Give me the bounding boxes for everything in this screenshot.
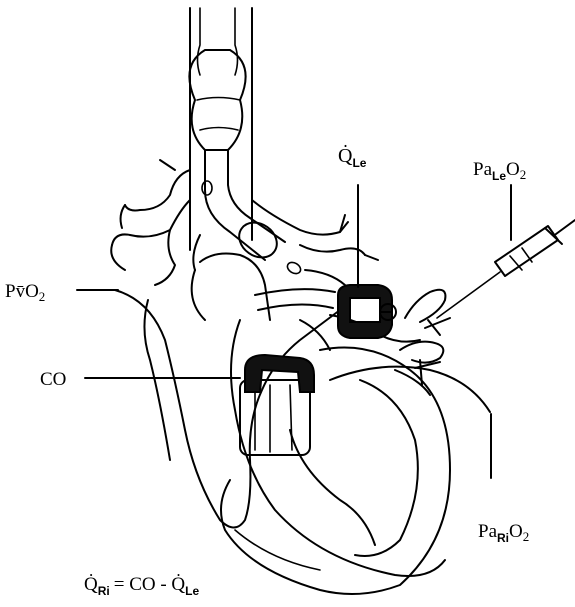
co-label: CO	[40, 369, 66, 390]
ligature-loops	[400, 290, 450, 385]
q-le-flow-probe	[338, 285, 396, 338]
pa-ri-o2-label: PaRiO2	[478, 521, 529, 545]
trachea-tube	[189, 8, 302, 276]
pvo2-label: Pv̄O2	[5, 281, 45, 304]
q-le-label: Q̇Le	[338, 143, 367, 170]
syringe	[437, 220, 575, 318]
co-flow-probe	[240, 355, 314, 455]
pa-le-o2-label: PaLeO2	[473, 159, 526, 183]
heart	[144, 254, 450, 594]
arterial-line	[330, 367, 490, 412]
equation-label: Q̇Ri= CO - Q̇Le	[84, 572, 199, 598]
pulmonary-artery-catheter	[115, 290, 340, 528]
bronchial-tree	[111, 160, 378, 285]
